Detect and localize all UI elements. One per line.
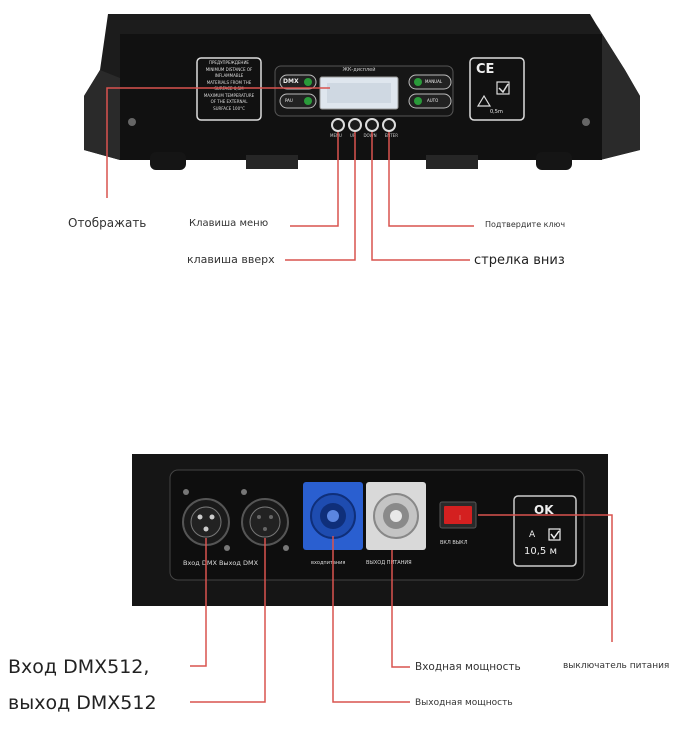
pau-button-label: PAU xyxy=(285,98,293,103)
dmx-connectors-caption: Вход DMX Выход DMX xyxy=(183,559,259,567)
down-arrow-callout: стрелка вниз xyxy=(474,253,565,268)
ok-mark: OK xyxy=(534,503,554,517)
down-key-label: DOWN xyxy=(363,133,377,138)
power-input-label: Входная мощность xyxy=(415,661,521,673)
display-label: Отображать xyxy=(68,216,147,230)
key-labels: MENU UP DOWN ENTER xyxy=(330,133,398,138)
switch-caption: ВКЛ ВЫКЛ xyxy=(440,540,468,546)
up-key-callout: клавиша вверх xyxy=(187,253,275,266)
top-leader-lines xyxy=(106,87,474,261)
ce-mark: CE xyxy=(476,62,495,77)
bottom-leader-lines xyxy=(190,514,613,703)
menu-key-callout: Клавиша меню xyxy=(189,218,269,229)
distance-mark: 10,5 м xyxy=(524,546,557,557)
lcd-caption: ЖК-дисплей xyxy=(342,67,376,73)
bottom-device-illustration xyxy=(132,454,608,606)
confirm-key-callout: Подтвердите ключ xyxy=(485,220,566,229)
power-out-caption: ВЫХОД ПИТАНИЯ xyxy=(366,560,412,566)
power-switch-label: выключатель питания xyxy=(563,661,670,671)
menu-key-label: MENU xyxy=(330,133,342,138)
power-output-label: Выходная мощность xyxy=(415,698,513,708)
top-device-illustration xyxy=(84,14,640,170)
up-key-label: UP xyxy=(350,133,356,138)
dmx-button-label: DMX xyxy=(283,78,299,85)
a-mark: A xyxy=(529,530,536,540)
power-in-caption: входпитания xyxy=(311,560,346,566)
enter-key-label: ENTER xyxy=(384,133,398,138)
auto-button-label: AUTO xyxy=(427,98,439,103)
min-distance-text: 0,5m xyxy=(490,109,503,115)
dmx512-label-line1: Вход DMX512, xyxy=(8,656,150,678)
dmx512-label-line2: выход DMX512 xyxy=(8,692,157,714)
manual-button-label: MANUAL xyxy=(425,79,443,84)
